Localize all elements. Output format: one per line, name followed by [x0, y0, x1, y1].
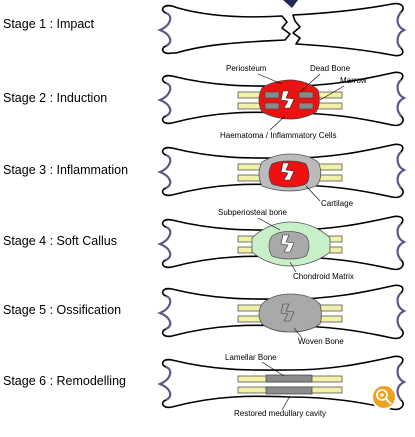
- stage-5-group: Stage 5 : Ossification Woven Bone: [3, 284, 407, 346]
- bone-stage-2: [157, 71, 407, 127]
- zoom-in-icon[interactable]: [371, 384, 397, 410]
- label-cartilage: Cartilage: [321, 199, 354, 208]
- label-haematoma: Haematoma / Inflammatory Cells: [220, 131, 336, 140]
- stage-3-group: Stage 3 : Inflammation Cartilage: [3, 143, 407, 208]
- stage-5-label: Stage 5 : Ossification: [3, 303, 121, 317]
- stage-6-group: Stage 6 : Remodelling Lamellar Bone Rest…: [3, 353, 407, 418]
- stage-2-label: Stage 2 : Induction: [3, 91, 107, 105]
- stage-6-label: Stage 6 : Remodelling: [3, 374, 126, 388]
- bone-stage-5: [157, 284, 407, 340]
- bone-stage-3: [157, 143, 407, 199]
- label-marrow: Marrow: [340, 76, 367, 85]
- impact-arrow-icon: [283, 0, 298, 8]
- label-dead-bone: Dead Bone: [310, 64, 351, 73]
- stage-2-group: Stage 2 : Induction Periosteum Dead Bone…: [3, 64, 407, 140]
- label-woven: Woven Bone: [298, 337, 344, 346]
- stage-4-group: Stage 4 : Soft Callus Subperiosteal bone…: [3, 208, 407, 281]
- stage-4-label: Stage 4 : Soft Callus: [3, 234, 117, 248]
- bone-stage-1: [157, 0, 407, 57]
- lamellar-bone-upper: [265, 374, 313, 383]
- bone-stage-4: [157, 215, 407, 271]
- label-subperiosteal: Subperiosteal bone: [218, 208, 287, 217]
- stage-1-label: Stage 1 : Impact: [3, 17, 95, 31]
- label-lamellar: Lamellar Bone: [225, 353, 277, 362]
- bone-stage-6: [157, 355, 407, 411]
- stage-1-group: Stage 1 : Impact: [3, 0, 407, 57]
- label-periosteum: Periosteum: [226, 64, 267, 73]
- label-chondroid: Chondroid Matrix: [293, 272, 354, 281]
- lamellar-bone-lower: [265, 386, 313, 395]
- label-restored: Restored medullary cavity: [234, 409, 326, 418]
- stage-3-label: Stage 3 : Inflammation: [3, 163, 128, 177]
